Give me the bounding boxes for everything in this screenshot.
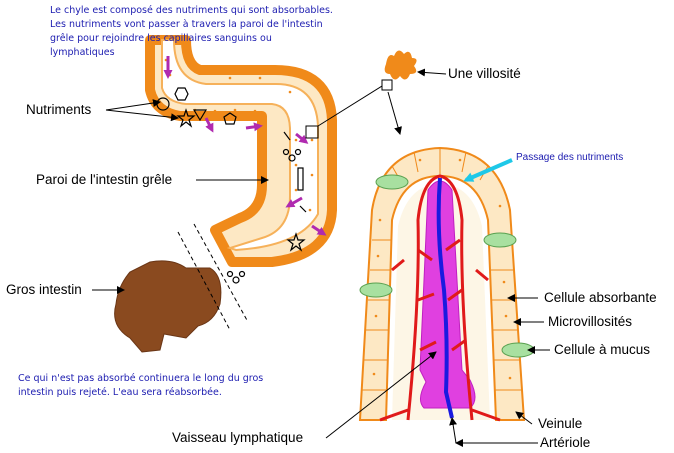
cut-lines — [177, 223, 249, 331]
label-villosite: Une villosité — [448, 66, 521, 81]
label-passage: Passage des nutriments — [516, 152, 624, 163]
nutrient-dash — [283, 131, 291, 141]
mucus-cell — [375, 174, 409, 190]
arteriole-vessel — [436, 177, 454, 419]
label-veinule: Veinule — [538, 416, 583, 431]
nutrient-star — [176, 108, 196, 128]
villus-cross-section — [358, 146, 535, 422]
label-vaisseau: Vaisseau lymphatique — [172, 430, 304, 445]
nutrient-molecule-2c — [238, 270, 246, 278]
note-chyle: Le chyle est composé des nutriments qui … — [50, 5, 333, 58]
nutrient-molecule-2b — [226, 270, 234, 278]
label-cellule-absorbante: Cellule absorbante — [544, 290, 657, 305]
nutrient-molecule-c — [294, 148, 302, 156]
passage-arrow — [463, 158, 513, 182]
label-cellule-mucus: Cellule à mucus — [554, 342, 651, 357]
nutrient-dash-2 — [299, 205, 307, 213]
large-intestine — [114, 260, 222, 353]
zoom-box-wall — [305, 125, 319, 139]
label-arteriole: Artériole — [540, 435, 591, 450]
small-intestine — [145, 35, 337, 267]
nutrient-pentagon — [223, 112, 237, 125]
zoom-box-small — [381, 79, 393, 91]
note-gros-intestin: Ce qui n'est pas absorbé continuera le l… — [18, 373, 264, 398]
nutrient-rect — [297, 167, 304, 191]
label-paroi: Paroi de l'intestin grêle — [36, 172, 173, 187]
lymphatic-vessel — [419, 180, 476, 409]
mucus-cell — [483, 232, 517, 248]
nutrient-molecule-b — [282, 148, 290, 156]
villus-epithelium — [358, 146, 526, 421]
mucus-cell — [359, 282, 393, 298]
villus-icon-small — [305, 50, 417, 139]
nutrient-hexagon — [174, 87, 189, 101]
label-microvillosites: Microvillosités — [548, 314, 633, 329]
intestine-lumen — [161, 39, 319, 252]
nutrient-flow-arrows — [163, 56, 327, 236]
label-gros-intestin: Gros intestin — [6, 282, 82, 297]
nutrient-molecule-2 — [232, 276, 240, 284]
label-nutriments: Nutriments — [26, 102, 92, 117]
nutrient-triangle — [192, 109, 208, 122]
nutrient-molecule — [288, 154, 296, 162]
label-arrows — [92, 68, 550, 447]
nutrient-star-2 — [286, 232, 306, 252]
